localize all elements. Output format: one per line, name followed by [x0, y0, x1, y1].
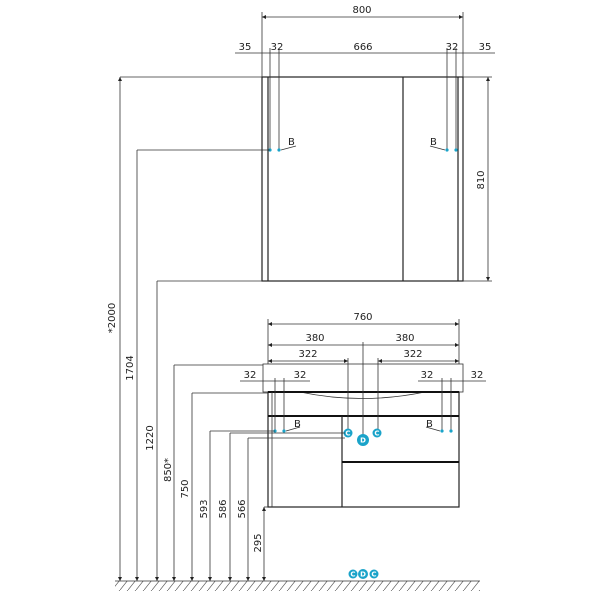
- svg-text:C: C: [350, 571, 355, 579]
- height-593-label: 593: [199, 499, 210, 518]
- height-586-label: 586: [218, 499, 229, 518]
- svg-text:C: C: [345, 430, 350, 438]
- vanity-edge-right-a-label: 32: [421, 370, 434, 381]
- vanity-edge-left-b-label: 32: [294, 370, 307, 381]
- vanity-edge-right-b-label: 32: [471, 370, 484, 381]
- vanity-mount-right-label: B: [426, 419, 433, 430]
- height-1704-label: 1704: [125, 355, 136, 380]
- height-850-label: 850*: [163, 458, 174, 482]
- vanity-offset-right-label: 322: [403, 349, 422, 360]
- mirror-right-offset-label: 35: [479, 42, 492, 53]
- mount-point: [277, 148, 281, 152]
- floor-connection-d: D: [358, 569, 368, 579]
- height-750-label: 750: [180, 479, 191, 498]
- mount-point: [445, 148, 449, 152]
- height-1220-label: 1220: [145, 425, 156, 450]
- mirror-mount-right-label: B: [430, 137, 437, 148]
- height-295-label: 295: [253, 533, 264, 552]
- svg-text:D: D: [360, 571, 366, 579]
- height-566-label: 566: [237, 499, 248, 518]
- vanity-offset-left-label: 322: [298, 349, 317, 360]
- svg-text:D: D: [360, 437, 366, 445]
- mount-point: [440, 429, 444, 433]
- mirror-cabinet: 800 35 32 666 32 35 810 B B: [235, 5, 495, 282]
- mirror-mount-left-label: B: [288, 137, 295, 148]
- mirror-right-pitch-label: 32: [446, 42, 459, 53]
- mirror-width-label: 800: [352, 5, 371, 16]
- floor-line: [115, 580, 480, 591]
- floor-connection-c-left: C: [348, 569, 358, 579]
- svg-text:C: C: [374, 430, 379, 438]
- connection-c-right: C: [372, 428, 382, 438]
- mirror-middle-label: 666: [353, 42, 372, 53]
- floor-connection-c-right: C: [369, 569, 379, 579]
- mirror-left-pitch-label: 32: [271, 42, 284, 53]
- connection-c-left: C: [343, 428, 353, 438]
- height-dimensions: *2000 1704 1220 850* 750 593 586 566 295: [107, 76, 345, 581]
- connection-d: D: [357, 434, 369, 446]
- vanity-width-label: 760: [353, 312, 372, 323]
- mount-point: [449, 429, 453, 433]
- vanity-edge-left-a-label: 32: [244, 370, 257, 381]
- vanity-unit: 760 380 380 322 322 32 32 32 32 B B C: [240, 312, 486, 579]
- vanity-half-right-label: 380: [395, 333, 414, 344]
- mirror-height-label: 810: [476, 170, 487, 189]
- svg-text:C: C: [371, 571, 376, 579]
- height-2000-label: *2000: [107, 303, 118, 333]
- vanity-half-left-label: 380: [305, 333, 324, 344]
- mount-point: [282, 429, 286, 433]
- mount-point: [454, 148, 458, 152]
- mirror-left-offset-label: 35: [239, 42, 252, 53]
- vanity-mount-left-label: B: [294, 419, 301, 430]
